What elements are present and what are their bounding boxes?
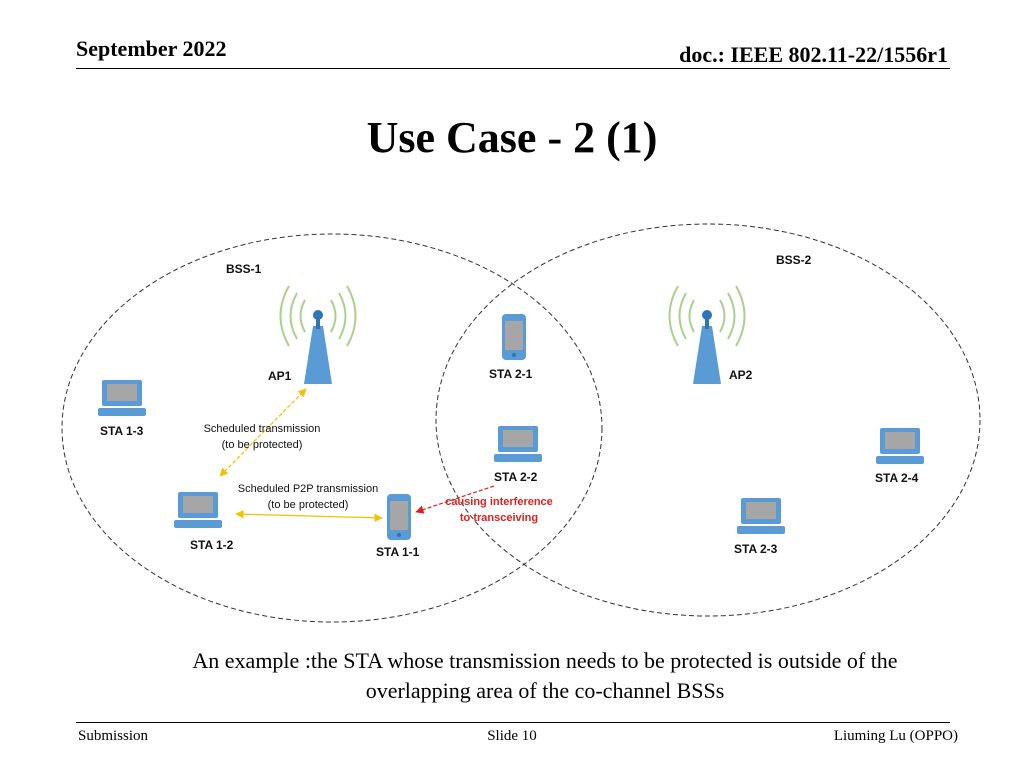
interference-label: causing interference [445, 496, 553, 508]
sta22-label: STA 2-2 [494, 470, 538, 484]
bss2-label: BSS-2 [776, 253, 812, 267]
footer-submission: Submission [78, 728, 149, 744]
footer-slide-number: Slide 10 [487, 728, 537, 744]
slide-caption: An example :the STA whose transmission n… [0, 646, 1024, 706]
header-rule [76, 68, 950, 69]
ap1-label: AP1 [268, 369, 292, 383]
interference-arrow [415, 485, 495, 514]
caption-line-2: overlapping area of the co-channel BSSs [365, 678, 725, 703]
bss1-boundary [61, 233, 603, 623]
sta13-label: STA 1-3 [100, 424, 144, 438]
sta23-laptop-icon [737, 498, 785, 534]
footer-rule [76, 722, 950, 723]
scheduled-transmission-sublabel: (to be protected) [222, 439, 303, 451]
footer-author: Liuming Lu (OPPO) [833, 728, 958, 744]
sta24-label: STA 2-4 [875, 471, 919, 485]
sta12-label: STA 1-2 [190, 538, 234, 552]
header-date: September 2022 [76, 36, 227, 61]
bss1-label: BSS-1 [226, 262, 262, 276]
scheduled-transmission-arrow [219, 388, 307, 477]
interference-sublabel: to transceiving [460, 512, 538, 524]
sta21-phone-icon [502, 314, 526, 360]
ap2-antenna-icon [668, 285, 746, 384]
bss2-boundary [435, 223, 981, 617]
sta11-phone-icon [387, 494, 411, 540]
slide-title: Use Case - 2 (1) [366, 113, 658, 162]
scheduled-transmission-label: Scheduled transmission [204, 423, 321, 435]
sta11-label: STA 1-1 [376, 545, 420, 559]
sta23-label: STA 2-3 [734, 542, 778, 556]
p2p-transmission-label: Scheduled P2P transmission [238, 483, 378, 495]
sta12-laptop-icon [174, 492, 222, 528]
ap2-label: AP2 [729, 368, 753, 382]
sta22-laptop-icon [494, 426, 542, 462]
sta21-label: STA 2-1 [489, 367, 533, 381]
ap1-antenna-icon [279, 285, 357, 384]
sta24-laptop-icon [876, 428, 924, 464]
caption-line-1: An example :the STA whose transmission n… [192, 648, 898, 673]
header-doc-number: doc.: IEEE 802.11-22/1556r1 [679, 42, 948, 67]
sta13-laptop-icon [98, 380, 146, 416]
p2p-transmission-arrow [235, 510, 383, 522]
p2p-transmission-sublabel: (to be protected) [268, 499, 349, 511]
